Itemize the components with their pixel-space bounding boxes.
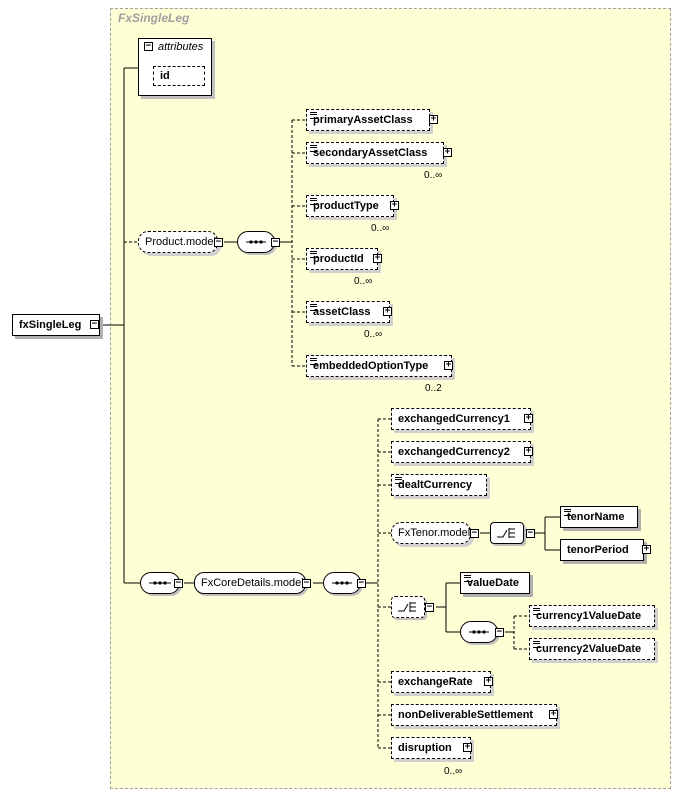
doc-icon bbox=[533, 608, 540, 615]
expand-toggle[interactable]: + bbox=[444, 360, 453, 370]
element-secondary-asset-class[interactable]: secondaryAssetClass bbox=[306, 142, 444, 164]
expand-toggle[interactable]: + bbox=[484, 676, 493, 686]
element-product-id[interactable]: productId bbox=[306, 248, 378, 270]
expand-toggle[interactable]: + bbox=[524, 446, 533, 456]
element-label: exchangedCurrency2 bbox=[398, 446, 510, 458]
element-label: productType bbox=[313, 200, 379, 212]
element-label: valueDate bbox=[467, 577, 519, 589]
element-label: assetClass bbox=[313, 306, 371, 318]
element-product-type[interactable]: productType bbox=[306, 195, 394, 217]
product-model-label: Product.model bbox=[145, 236, 216, 248]
expand-toggle[interactable]: + bbox=[390, 200, 399, 210]
doc-icon bbox=[564, 509, 571, 516]
doc-icon bbox=[310, 198, 317, 205]
attribute-id-label: id bbox=[160, 70, 170, 82]
sequence-icon bbox=[332, 581, 352, 585]
cardinality: 0..∞ bbox=[354, 276, 373, 287]
element-value-date[interactable]: valueDate bbox=[460, 572, 530, 594]
element-disruption[interactable]: disruption bbox=[391, 737, 471, 759]
doc-icon bbox=[310, 112, 317, 119]
element-label: disruption bbox=[398, 742, 452, 754]
doc-icon bbox=[310, 358, 317, 365]
element-label: tenorPeriod bbox=[567, 544, 629, 556]
doc-icon bbox=[533, 641, 540, 648]
core-sequence-collapse-toggle[interactable]: − bbox=[174, 578, 183, 588]
element-primary-asset-class[interactable]: primaryAssetClass bbox=[306, 109, 430, 131]
doc-icon bbox=[395, 477, 402, 484]
element-exchange-rate[interactable]: exchangeRate bbox=[391, 671, 491, 693]
element-label: nonDeliverableSettlement bbox=[398, 709, 534, 721]
sequence-icon bbox=[149, 581, 171, 585]
cardinality: 0..∞ bbox=[371, 223, 390, 234]
element-label: secondaryAssetClass bbox=[313, 147, 428, 159]
element-label: currency1ValueDate bbox=[536, 610, 642, 622]
element-tenor-name[interactable]: tenorName bbox=[560, 506, 638, 528]
element-label: exchangeRate bbox=[398, 676, 473, 688]
value-date-choice-collapse-toggle[interactable]: − bbox=[425, 602, 434, 612]
element-exchanged-currency1[interactable]: exchangedCurrency1 bbox=[391, 408, 531, 430]
element-currency1-value-date[interactable]: currency1ValueDate bbox=[529, 605, 655, 627]
element-label: currency2ValueDate bbox=[536, 643, 642, 655]
doc-icon bbox=[310, 145, 317, 152]
sequence-icon bbox=[246, 240, 266, 244]
cardinality: 0..∞ bbox=[364, 329, 383, 340]
element-tenor-period[interactable]: tenorPeriod bbox=[560, 539, 644, 561]
core-inner-sequence-compositor[interactable] bbox=[323, 572, 361, 594]
tenor-model-label: FxTenor.model bbox=[398, 527, 471, 539]
tenor-choice-compositor[interactable] bbox=[490, 522, 524, 544]
element-label: dealtCurrency bbox=[398, 479, 472, 491]
attributes-title: attributes bbox=[158, 41, 204, 53]
element-non-deliverable-settlement[interactable]: nonDeliverableSettlement bbox=[391, 704, 557, 726]
element-dealt-currency[interactable]: dealtCurrency bbox=[391, 474, 487, 496]
element-label: productId bbox=[313, 253, 364, 265]
root-collapse-toggle[interactable]: − bbox=[90, 319, 99, 329]
attributes-collapse-toggle[interactable]: − bbox=[144, 41, 153, 51]
doc-icon bbox=[310, 251, 317, 258]
root-element-fxsingleleg[interactable]: fxSingleLeg bbox=[12, 314, 100, 336]
cardinality: 0..∞ bbox=[444, 766, 463, 777]
core-model-label: FxCoreDetails.model bbox=[201, 577, 304, 589]
element-label: exchangedCurrency1 bbox=[398, 413, 510, 425]
expand-toggle[interactable]: + bbox=[443, 147, 452, 157]
choice-icon bbox=[497, 528, 515, 538]
expand-toggle[interactable]: + bbox=[373, 253, 382, 263]
currency-dates-collapse-toggle[interactable]: − bbox=[495, 627, 504, 637]
expand-toggle[interactable]: + bbox=[429, 114, 438, 124]
element-asset-class[interactable]: assetClass bbox=[306, 301, 390, 323]
fx-core-details-group[interactable]: FxCoreDetails.model bbox=[194, 572, 306, 594]
expand-toggle[interactable]: + bbox=[642, 544, 651, 554]
product-sequence-collapse-toggle[interactable]: − bbox=[271, 237, 280, 247]
element-label: tenorName bbox=[567, 511, 625, 523]
doc-icon bbox=[464, 575, 471, 582]
expand-toggle[interactable]: + bbox=[549, 709, 558, 719]
root-label: fxSingleLeg bbox=[19, 319, 82, 331]
product-sequence-compositor[interactable] bbox=[237, 231, 275, 253]
value-date-choice-compositor[interactable] bbox=[391, 596, 425, 618]
element-embedded-option-type[interactable]: embeddedOptionType bbox=[306, 355, 452, 377]
product-model-group[interactable]: Product.model bbox=[138, 231, 218, 253]
cardinality: 0..2 bbox=[425, 383, 442, 394]
core-inner-sequence-collapse-toggle[interactable]: − bbox=[357, 578, 366, 588]
expand-toggle[interactable]: + bbox=[524, 413, 533, 423]
choice-icon bbox=[398, 602, 416, 612]
tenor-model-collapse-toggle[interactable]: − bbox=[470, 528, 479, 538]
core-model-collapse-toggle[interactable]: − bbox=[302, 578, 311, 588]
group-title: FxSingleLeg bbox=[118, 11, 190, 25]
product-model-collapse-toggle[interactable]: − bbox=[214, 237, 223, 247]
tenor-choice-collapse-toggle[interactable]: − bbox=[526, 528, 535, 538]
doc-icon bbox=[310, 304, 317, 311]
expand-toggle[interactable]: + bbox=[383, 306, 392, 316]
element-label: primaryAssetClass bbox=[313, 114, 413, 126]
cardinality: 0..∞ bbox=[424, 170, 443, 181]
fx-tenor-model-group[interactable]: FxTenor.model bbox=[391, 522, 471, 544]
element-label: embeddedOptionType bbox=[313, 360, 429, 372]
attribute-id[interactable]: id bbox=[153, 66, 205, 86]
currency-dates-sequence-compositor[interactable] bbox=[460, 621, 498, 643]
element-exchanged-currency2[interactable]: exchangedCurrency2 bbox=[391, 441, 531, 463]
element-currency2-value-date[interactable]: currency2ValueDate bbox=[529, 638, 655, 660]
sequence-icon bbox=[469, 630, 489, 634]
expand-toggle[interactable]: + bbox=[463, 742, 472, 752]
